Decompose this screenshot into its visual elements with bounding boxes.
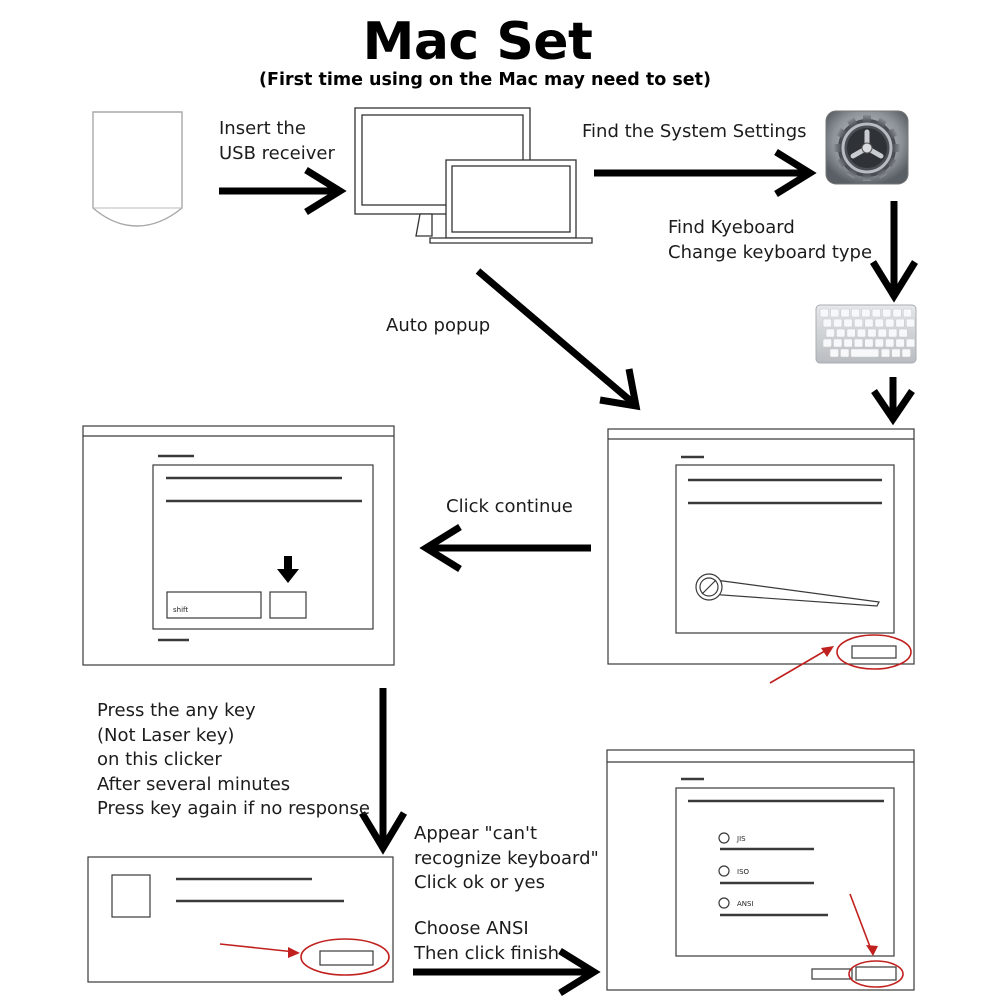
keyboard-key [882,308,892,318]
keyboard-key [898,328,908,338]
finish-button-highlight [848,960,904,988]
keyboard-key [871,308,881,318]
system-settings-gear-icon [825,110,909,185]
option-iso-label: ISO [737,868,750,876]
keyboard-key [840,348,850,358]
step-auto-popup-label: Auto popup [386,315,491,336]
page-title: Mac Set [362,12,593,72]
keyboard-key [830,308,840,318]
keyboard-icon [815,304,917,364]
step-find-settings-label: Find the System Settings [582,121,807,142]
keyboard-key [853,318,864,328]
keyboard-type-window [606,749,915,991]
keyboard-key [822,338,832,348]
setup-assistant-window [607,428,915,665]
keyboard-key [843,338,853,348]
keyboard-key [850,348,880,358]
keyboard-key [846,328,856,338]
ok-button-highlight [300,938,390,976]
keyboard-key [880,348,891,358]
keyboard-key [901,348,911,358]
keyboard-key [905,338,916,348]
keyboard-key [885,338,895,348]
keyboard-key [833,318,843,328]
keyboard-key [843,318,853,328]
arrow-keyboard-to-dialog [871,377,915,426]
keyboard-key [892,308,902,318]
keyboard-key [895,338,905,348]
computers-icon [354,107,593,244]
shift-key-label: shift [173,606,189,614]
keyboard-key [877,328,887,338]
keyboard-key [833,338,843,348]
identify-key-window [82,425,395,666]
arrow-click-continue [419,524,591,572]
step-press-key-label: Press the any key (Not Laser key) on thi… [97,700,370,819]
page-subtitle: (First time using on the Mac may need to… [259,70,711,90]
keyboard-key [874,338,884,348]
option-jis-label: JIS [737,835,746,843]
red-pointer-continue [769,647,831,684]
step-find-keyboard-label: Find Kyeboard Change keyboard type [668,217,873,263]
keyboard-key [885,318,895,328]
keyboard-key [850,308,861,318]
keyboard-key [891,348,901,358]
keyboard-key [905,318,916,328]
keyboard-key [829,348,839,358]
keyboard-key [819,308,829,318]
red-pointer-ok [219,943,296,953]
alert-window [87,856,394,983]
usb-receiver-icon [92,111,183,227]
keyboard-key [836,328,846,338]
keyboard-key [902,308,913,318]
keyboard-key [864,318,874,328]
keyboard-key [825,328,835,338]
keyboard-key [864,338,874,348]
keyboard-key [853,338,864,348]
continue-button-highlight [836,634,912,670]
keyboard-key [874,318,884,328]
keyboard-key [888,328,898,338]
red-pointer-finish [849,893,873,953]
step-click-continue-label: Click continue [446,496,573,517]
keyboard-key [895,318,905,328]
flow-arrows [219,149,918,996]
keyboard-key [822,318,832,328]
down-arrow-indicator [277,556,299,583]
keyboard-key [861,308,871,318]
arrow-usb-to-computer [219,167,347,215]
keyboard-key [840,308,850,318]
arrow-auto-popup [475,268,641,411]
highlight-marks [219,634,912,988]
arrow-choose-ansi [413,948,601,996]
step-insert-usb-label: Insert the USB receiver [219,118,335,164]
step-choose-ansi-label: Choose ANSI Then click finish [414,918,560,964]
keyboard-key [856,328,867,338]
step-appear-cant-label: Appear "can't recognize keyboard" Click … [414,823,599,893]
arrow-settings-to-keyboard [870,201,918,303]
arrow-press-key [358,688,408,855]
keyboard-key [867,328,877,338]
arrow-computer-to-settings [594,149,817,197]
option-ansi-label: ANSI [737,900,754,908]
